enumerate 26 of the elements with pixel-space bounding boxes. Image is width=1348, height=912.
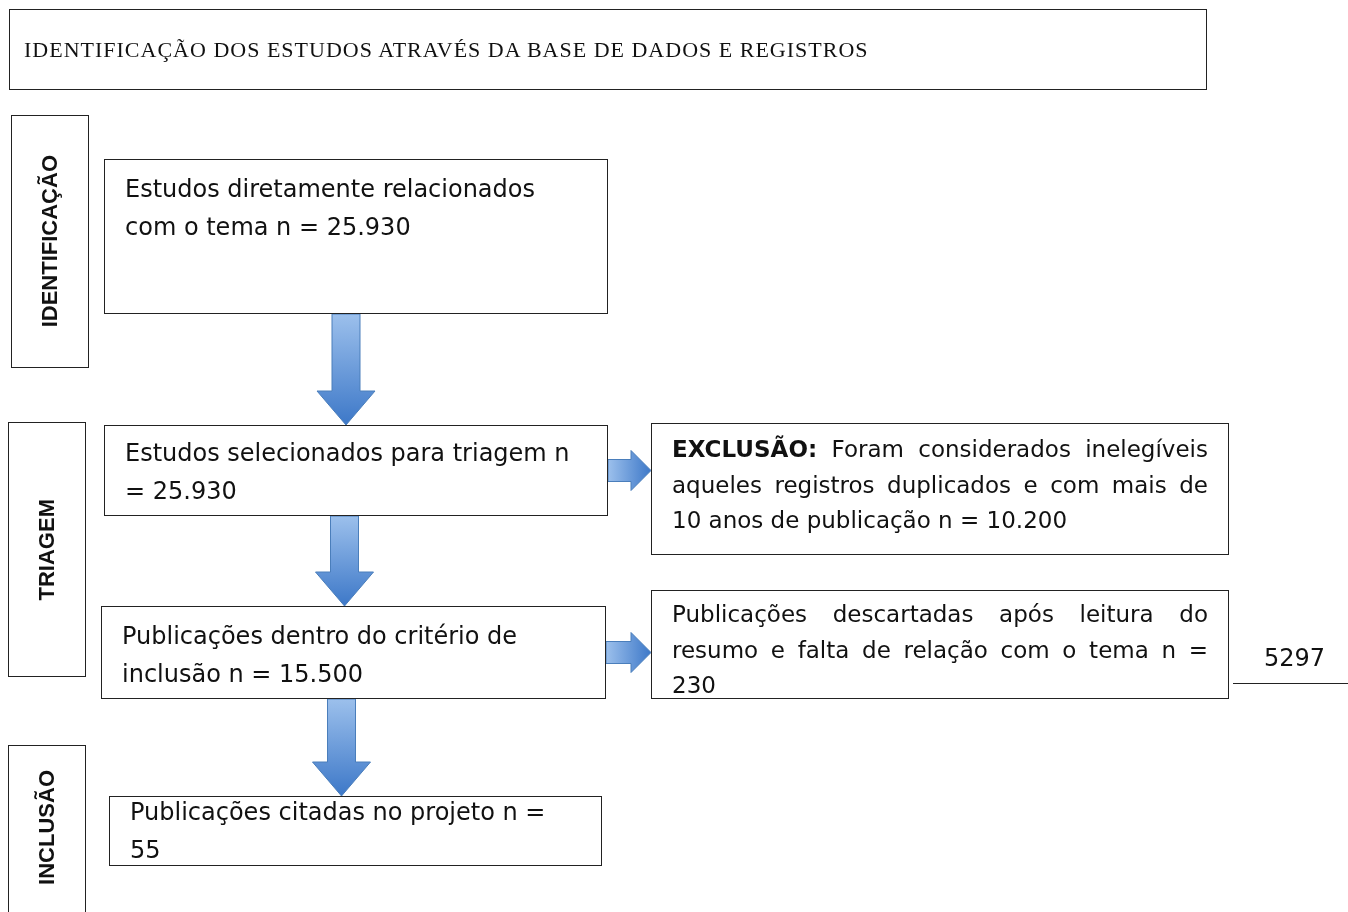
- box-text: Publicações citadas no projeto n = 55: [130, 796, 547, 866]
- exclusion-box: [651, 590, 1229, 699]
- stage-label: IDENTIFICAÇÃO: [36, 155, 64, 328]
- stage-band: [8, 745, 86, 912]
- stage-label: INCLUSÃO: [33, 770, 61, 885]
- block-arrow: [315, 515, 374, 607]
- stage-label: TRIAGEM: [33, 498, 61, 601]
- page-number: 5297: [1264, 644, 1326, 672]
- block-arrow: [605, 632, 652, 673]
- block-arrow: [316, 313, 376, 426]
- exclusion-box: [651, 423, 1229, 555]
- box-text: EXCLUSÃO: Foram considerados inelegíveis aqueles registros duplicados e com mais de 10 anos de publicação n = 10.200: [672, 434, 1208, 536]
- title-box: [9, 9, 1207, 90]
- process-box: [101, 606, 606, 699]
- title-text: IDENTIFICAÇÃO DOS ESTUDOS ATRAVÉS DA BASE DE DADOS E REGISTROS: [24, 35, 869, 64]
- block-arrow: [312, 698, 371, 797]
- box-text: Publicações descartadas após leitura do resumo e falta de relação com o tema n = 230: [672, 600, 1208, 701]
- box-text: Publicações dentro do critério de inclusão n = 15.500: [122, 621, 519, 691]
- box-text: Estudos diretamente relacionados com o tema n = 25.930: [125, 174, 536, 244]
- stage-band: [11, 115, 89, 368]
- box-text: Estudos selecionados para triagem n = 25.930: [125, 438, 571, 508]
- stage-band: [8, 422, 86, 677]
- process-box: [109, 796, 602, 866]
- process-box: [104, 159, 608, 314]
- block-arrow: [607, 450, 652, 491]
- process-box: [104, 425, 608, 516]
